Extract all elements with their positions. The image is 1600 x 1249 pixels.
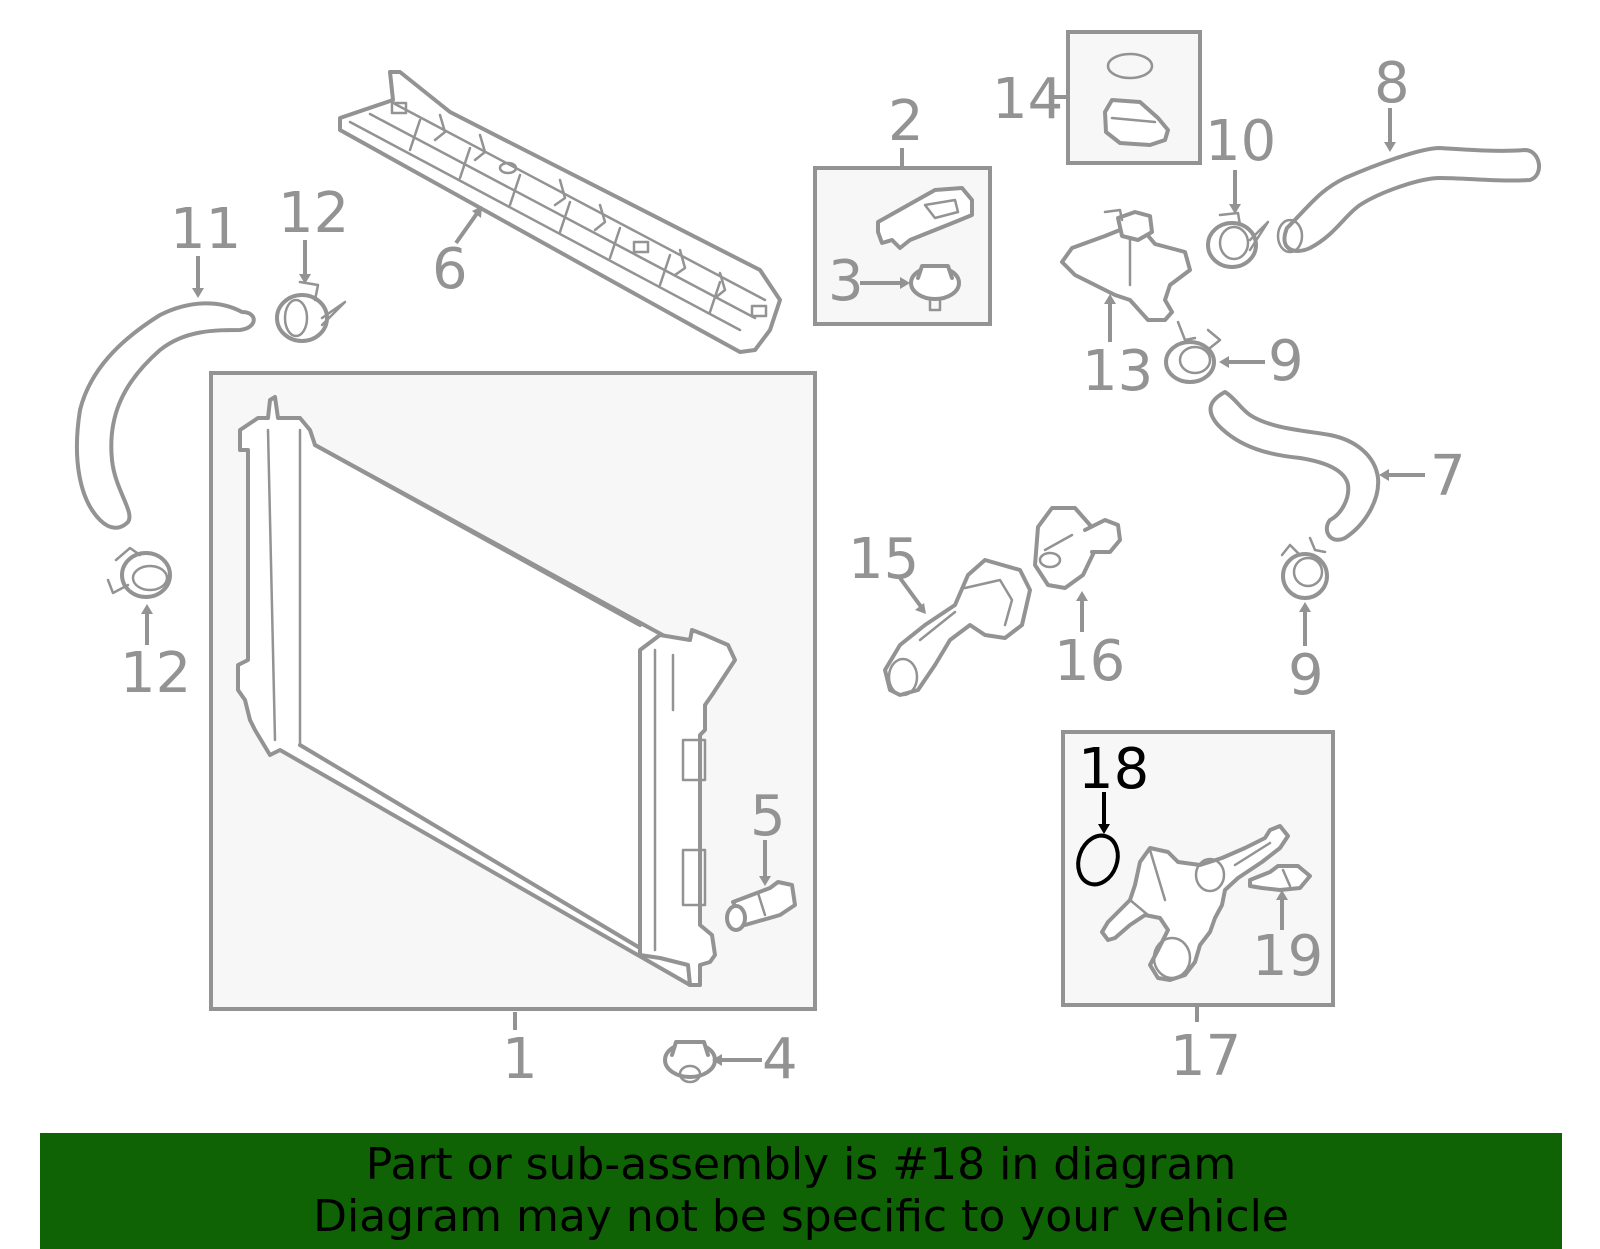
filler-neck-13-part — [1060, 208, 1192, 322]
water-inlet-assembly-17-part — [1100, 824, 1290, 982]
parts-diagram: 1 2 3 4 5 6 7 8 9 9 10 11 12 12 13 14 15… — [74, 30, 1541, 1092]
hose-11-part — [74, 301, 256, 530]
clamp-9-lower-part — [1280, 536, 1329, 600]
callout-9-lower: 9 — [1288, 643, 1324, 708]
o-ring-18-highlighted-part — [1076, 833, 1120, 887]
callout-8: 8 — [1374, 51, 1410, 116]
callout-2: 2 — [888, 89, 924, 154]
sensor-19-part — [1248, 864, 1312, 892]
callout-5: 5 — [750, 784, 786, 849]
hose-7-part — [1208, 390, 1381, 542]
callout-10: 10 — [1205, 109, 1276, 174]
clamp-12-upper-part — [275, 280, 347, 343]
callout-9-upper: 9 — [1268, 329, 1304, 394]
callout-13: 13 — [1082, 339, 1153, 404]
callout-7: 7 — [1430, 444, 1466, 509]
clamp-10-part — [1206, 211, 1270, 269]
radiator-part — [236, 395, 737, 987]
info-banner: Part or sub-assembly is #18 in diagram D… — [40, 1133, 1562, 1249]
banner-line-part-number: Part or sub-assembly is #18 in diagram — [365, 1139, 1237, 1190]
hose-8-part — [1276, 146, 1541, 254]
cap-14-part — [1103, 52, 1170, 147]
leader-lines — [141, 95, 1425, 1066]
bracket-2-part — [876, 186, 974, 250]
clamp-9-upper-part — [1164, 320, 1222, 384]
callout-12-upper: 12 — [278, 181, 349, 246]
callout-15: 15 — [848, 527, 919, 592]
callout-19: 19 — [1252, 924, 1323, 989]
callout-3: 3 — [828, 249, 864, 314]
radiator-cover-part — [338, 70, 782, 354]
sensor-5-part — [725, 880, 797, 932]
callout-16: 16 — [1054, 629, 1125, 694]
callout-12-lower: 12 — [120, 641, 191, 706]
clip-4-part — [663, 1040, 717, 1084]
clip-3-part — [909, 264, 961, 312]
callout-14: 14 — [992, 67, 1063, 132]
callout-6: 6 — [432, 237, 468, 302]
banner-line-disclaimer: Diagram may not be specific to your vehi… — [313, 1191, 1289, 1242]
thermostat-16-part — [1033, 506, 1122, 590]
callout-18-highlighted: 18 — [1078, 737, 1149, 802]
callout-11: 11 — [170, 197, 241, 262]
callout-17: 17 — [1170, 1024, 1241, 1089]
clamp-12-lower-part — [106, 546, 172, 599]
water-outlet-15-part — [883, 558, 1032, 697]
callout-1: 1 — [502, 1027, 538, 1092]
callout-4: 4 — [762, 1027, 798, 1092]
